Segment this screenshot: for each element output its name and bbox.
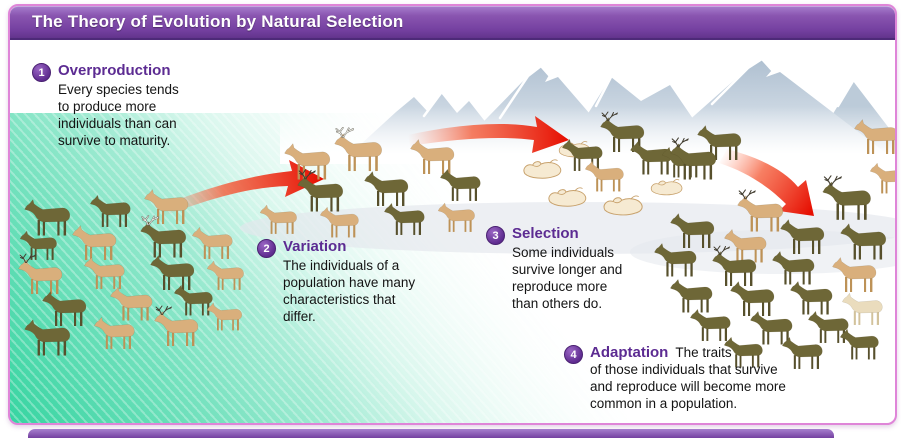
fallen-deer <box>558 141 591 158</box>
deer-dark <box>440 168 481 201</box>
deer-tan <box>284 143 331 180</box>
deer-tan <box>585 160 624 192</box>
deer-tan <box>84 256 125 289</box>
deer-tan <box>724 228 767 263</box>
deer-dark <box>670 278 713 313</box>
step-number-badge: 1 <box>32 63 51 82</box>
step-number-badge: 2 <box>257 239 276 258</box>
deer-dark <box>790 280 833 315</box>
antlers-icon <box>298 169 316 180</box>
deer-dark <box>670 213 715 248</box>
mountain-range <box>280 57 895 164</box>
deer-dark <box>19 230 57 260</box>
deer-dark <box>364 171 409 206</box>
deer-dark <box>822 175 871 220</box>
arrow-overproduction-to-variation <box>159 160 324 217</box>
fallen-deer <box>523 159 562 179</box>
step-body: The individuals of a population have man… <box>283 258 416 324</box>
antlers-icon <box>155 305 172 315</box>
antlers-icon <box>738 189 756 200</box>
arrow-selection-to-adaptation <box>719 149 814 216</box>
step-heading: Variation <box>283 238 347 255</box>
step-number-badge: 4 <box>564 345 583 364</box>
deer-dark <box>750 310 793 345</box>
deer-dark <box>24 319 71 356</box>
deer-tan <box>870 162 895 194</box>
figure-title: The Theory of Evolution by Natural Selec… <box>32 12 404 31</box>
step-heading: Adaptation <box>590 344 669 361</box>
deer-dark <box>42 291 87 326</box>
title-bar: The Theory of Evolution by Natural Selec… <box>10 6 895 40</box>
deer-tan <box>110 286 153 321</box>
step-heading: Selection <box>512 225 579 242</box>
deer-tan <box>144 189 189 224</box>
next-section-bar-cutoff <box>28 429 834 438</box>
fallen-deer <box>603 195 643 216</box>
antlers-icon <box>671 137 689 148</box>
deer-dark <box>174 284 213 316</box>
deer-dark <box>772 250 815 285</box>
deer-dark <box>690 308 731 341</box>
step-variation: 2 Variation The individuals of a populat… <box>257 238 462 325</box>
antlers-icon <box>335 127 354 138</box>
herd-variation <box>259 127 481 238</box>
step-overproduction: 1 Overproduction Every species tends to … <box>32 62 232 149</box>
deer-dark <box>730 281 775 316</box>
herd-overproduction <box>18 189 244 356</box>
deer-dark <box>562 138 603 171</box>
arrows <box>159 116 814 217</box>
deer-tan <box>206 260 244 290</box>
deer-tan <box>320 206 359 238</box>
deer-tan <box>72 225 117 260</box>
deer-dark <box>712 245 757 286</box>
deer-dark <box>840 223 887 260</box>
fallen-deer-group <box>523 141 683 216</box>
deer-dark <box>24 199 71 236</box>
deer-dark <box>780 219 825 254</box>
step-body: Some individuals survive longer and repr… <box>512 245 623 311</box>
step-selection: 3 Selection Some individuals survive lon… <box>486 225 671 312</box>
deer-tan <box>259 204 297 234</box>
deer-dark <box>662 146 701 178</box>
deer-pale <box>842 292 883 325</box>
step-body: Every species tends to produce more indi… <box>58 82 179 148</box>
deer-tan <box>192 226 233 259</box>
deer-tan <box>94 316 135 349</box>
deer-tan <box>832 257 877 292</box>
deer-tan <box>737 189 784 232</box>
antlers-icon <box>713 245 730 255</box>
deer-dark <box>670 137 717 180</box>
arrow-variation-to-selection <box>408 116 569 153</box>
fallen-deer <box>650 179 683 196</box>
antlers-icon <box>601 111 618 121</box>
deer-tan <box>410 139 455 174</box>
antlers-icon <box>141 215 159 226</box>
deer-dark <box>150 255 195 290</box>
antlers-icon <box>823 175 843 186</box>
deer-dark <box>384 202 425 235</box>
deer-tan <box>334 127 382 172</box>
snow-ridge-lines <box>422 57 855 120</box>
deer-tan <box>854 119 895 154</box>
herd-adaptation <box>654 119 895 369</box>
deer-dark <box>630 140 673 175</box>
deer-tan <box>206 302 242 331</box>
fallen-deer <box>548 187 587 207</box>
deer-tan <box>18 253 63 294</box>
deer-dark <box>140 215 187 258</box>
deer-dark <box>697 125 742 160</box>
deer-dark <box>90 194 131 227</box>
deer-tan <box>437 202 475 232</box>
deer-tan <box>154 305 199 346</box>
step-number-badge: 3 <box>486 226 505 245</box>
deer-dark <box>297 169 344 212</box>
step-heading: Overproduction <box>58 62 171 79</box>
deer-dark <box>600 111 645 152</box>
deer-dark <box>808 310 849 343</box>
antlers-icon <box>19 253 36 263</box>
herd-selection-survivors <box>562 111 742 192</box>
